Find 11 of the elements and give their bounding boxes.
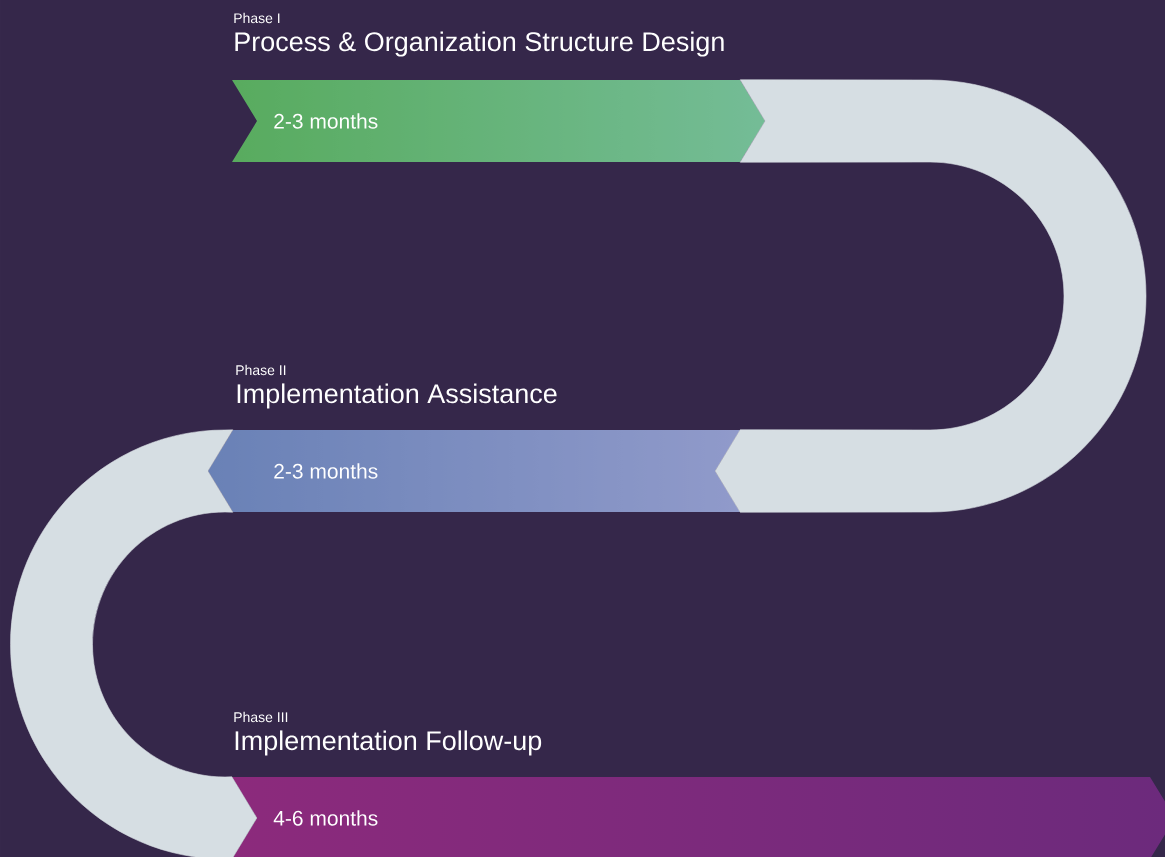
duration-label: 2-3 months xyxy=(274,463,378,479)
duration-label: 4-6 months xyxy=(273,810,378,826)
road-path xyxy=(714,79,1147,513)
phase-title: Implementation Follow-up xyxy=(235,730,542,756)
phase-label: Phase II xyxy=(236,364,286,376)
phase-label: Phase I xyxy=(234,12,280,24)
duration-label: 2-3 months xyxy=(274,113,378,129)
phase-title: Process & Organization Structure Design xyxy=(235,31,724,57)
road-path xyxy=(10,429,258,857)
phase-label: Phase III xyxy=(234,711,288,723)
phase-title: Implementation Assistance xyxy=(237,383,557,409)
